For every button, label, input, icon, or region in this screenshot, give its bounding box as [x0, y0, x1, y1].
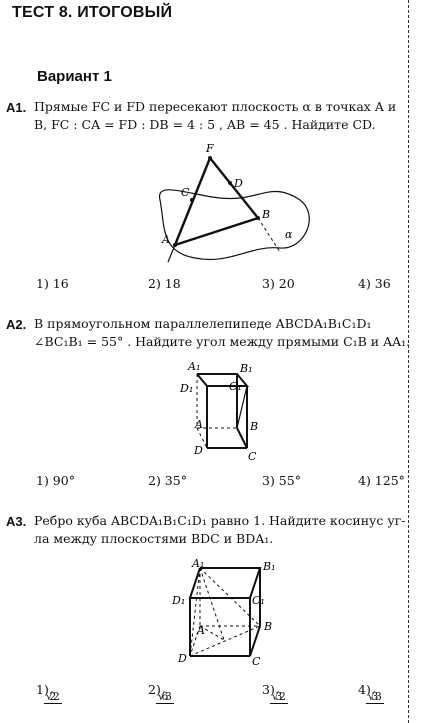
- point-d: [228, 181, 232, 185]
- fraction-numerator: √3: [155, 689, 174, 704]
- label-f: F: [205, 142, 214, 155]
- test-title: ТЕСТ 8. ИТОГОВЫЙ: [12, 4, 173, 21]
- point-c: [190, 198, 194, 202]
- edge-cb: [236, 427, 248, 449]
- label-d1: D₁: [171, 594, 185, 607]
- label-alpha: α: [285, 228, 293, 241]
- question-a3-line-1: Ребро куба ABCDA₁B₁C₁D₁ равно 1. Найдите…: [34, 513, 406, 528]
- label-c: C: [248, 450, 257, 463]
- line-fa-extension: [167, 244, 176, 263]
- fraction-denominator: 3: [371, 689, 379, 703]
- edge-cb: [249, 625, 261, 657]
- diagonal-c1b: [236, 385, 248, 429]
- answer-a3-4[interactable]: 4) √3 3: [358, 682, 384, 704]
- label-c1: C₁: [252, 594, 265, 607]
- label-d: D: [193, 444, 203, 457]
- answer-a3-2-prefix: 2): [148, 682, 161, 697]
- variant-title: Вариант 1: [37, 68, 112, 85]
- question-a1-line-1: Прямые FC и FD пересекают плоскость α в …: [34, 99, 397, 114]
- fraction-denominator: 2: [49, 689, 57, 703]
- fraction-denominator: 3: [275, 689, 283, 703]
- label-b1: B₁: [262, 560, 276, 573]
- label-b: B: [261, 208, 270, 221]
- label-c: C: [181, 186, 190, 199]
- segment-a1-mid: [199, 567, 225, 641]
- question-a1-line-2: B, FC : CA = FD : DB = 4 : 5 , AB = 45 .…: [34, 117, 376, 132]
- line-fb: [209, 157, 259, 219]
- answer-a2-2[interactable]: 2) 35°: [148, 473, 187, 488]
- figure-a2-parallelepiped: A₁ B₁ D₁ C₁ A B D C: [179, 360, 258, 463]
- answer-a2-1[interactable]: 1) 90°: [36, 473, 75, 488]
- label-c: C: [252, 655, 261, 668]
- answer-a1-3[interactable]: 3) 20: [262, 276, 295, 291]
- question-a2-line-1: В прямоугольном параллелепипеде ABCDA₁B₁…: [34, 316, 372, 331]
- label-c1: C₁: [229, 380, 242, 393]
- line-fb-dashed: [257, 217, 281, 253]
- segment-ab: [174, 216, 259, 247]
- answer-a1-2[interactable]: 2) 18: [148, 276, 181, 291]
- answer-a1-1[interactable]: 1) 16: [36, 276, 69, 291]
- answer-a3-3-prefix: 3): [262, 682, 275, 697]
- label-a: A: [194, 418, 203, 431]
- label-a1: A₁: [191, 558, 204, 570]
- question-number-a2: А2.: [6, 317, 27, 332]
- label-a: A: [196, 624, 205, 637]
- answer-a2-4[interactable]: 4) 125°: [358, 473, 405, 488]
- point-b: [256, 216, 260, 220]
- label-b: B: [263, 620, 272, 633]
- answer-a3-1[interactable]: 1) √2 2: [36, 682, 62, 704]
- label-a1: A₁: [187, 360, 200, 373]
- fraction-denominator: 6: [161, 689, 169, 703]
- label-b1: B₁: [239, 362, 253, 375]
- point-f: [208, 156, 212, 160]
- answer-a2-3[interactable]: 3) 55°: [262, 473, 301, 488]
- question-a3-line-2: ла между плоскостями BDC и BDA₁.: [34, 531, 274, 546]
- diagonal-db: [189, 625, 261, 657]
- answer-a1-4[interactable]: 4) 36: [358, 276, 391, 291]
- fraction-numerator: √2: [269, 689, 288, 704]
- figure-a1-plane-lines: F C D B A α: [159, 142, 310, 263]
- question-number-a3: А3.: [6, 514, 27, 529]
- answer-a3-3[interactable]: 3) √2 3: [262, 682, 288, 704]
- plane-alpha-shape: [159, 189, 310, 260]
- segment-a-mid: [199, 625, 225, 641]
- fraction-numerator: √3: [365, 689, 384, 704]
- answer-a3-4-prefix: 4): [358, 682, 371, 697]
- label-d: D: [233, 177, 243, 190]
- label-d: D: [177, 652, 187, 665]
- answer-a3-1-prefix: 1): [36, 682, 49, 697]
- label-a: A: [161, 233, 170, 246]
- question-number-a1: А1.: [6, 100, 27, 115]
- edge-ad-hidden: [196, 427, 208, 449]
- answer-a3-2[interactable]: 2) √3 6: [148, 682, 174, 704]
- figure-a3-cube: A₁ B₁ D₁ C₁ A B D C: [171, 558, 276, 668]
- label-b: B: [249, 420, 258, 433]
- label-d1: D₁: [179, 382, 193, 395]
- edge-ad-hidden: [189, 625, 201, 657]
- cut-line: [408, 0, 409, 723]
- segment-a1d: [189, 567, 201, 657]
- point-a: [173, 243, 177, 247]
- segment-a1b: [199, 567, 261, 627]
- fraction-numerator: √2: [43, 689, 62, 704]
- question-a2-line-2: ∠BC₁B₁ = 55° . Найдите угол между прямым…: [34, 334, 411, 349]
